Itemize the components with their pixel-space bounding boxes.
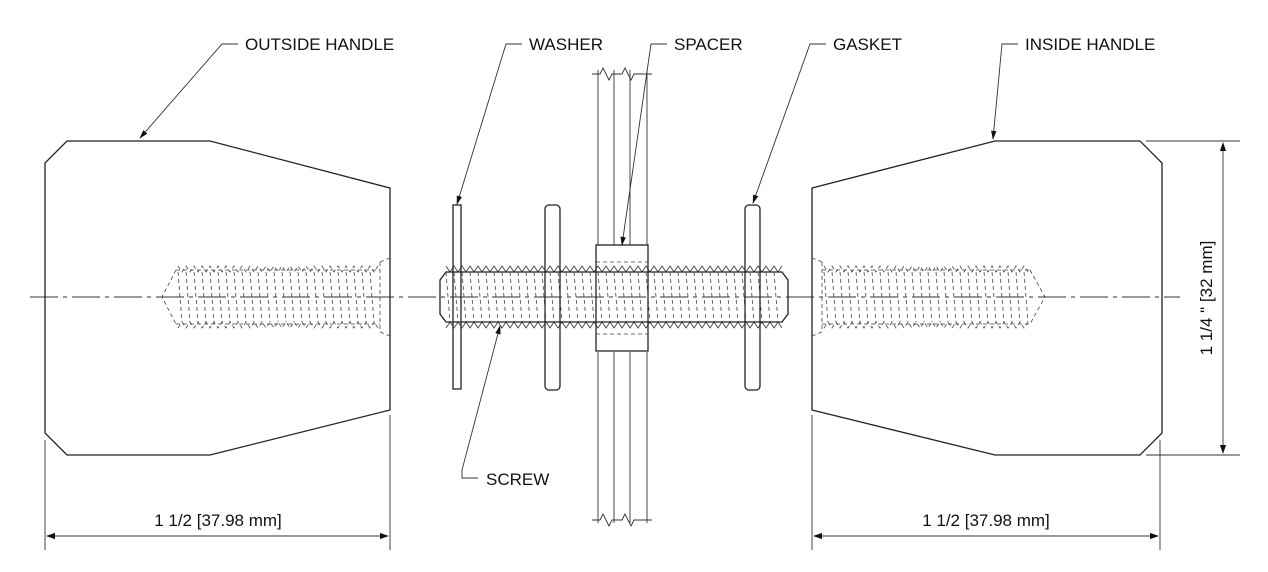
spacer (595, 244, 649, 352)
thread-line (445, 321, 783, 329)
gasket-left (544, 204, 561, 391)
washer (452, 204, 462, 390)
outside-handle (44, 140, 391, 456)
thread-line (823, 321, 1029, 329)
thread-line (445, 265, 783, 273)
dimension-height: 1 1/4 " [32 mm] (1146, 140, 1240, 456)
label-washer: WASHER (529, 35, 603, 54)
leader-lines (139, 43, 1018, 479)
screw (439, 265, 789, 329)
inside-handle-tapped-hole (811, 257, 1046, 337)
outside-handle-tapped-hole (161, 257, 391, 337)
glass-panel (592, 66, 652, 528)
label-screw: SCREW (486, 470, 549, 489)
dimension-height-text: 1 1/4 " [32 mm] (1197, 241, 1216, 356)
gasket-right (744, 204, 761, 391)
thread-line (823, 265, 1029, 273)
label-inside-handle: INSIDE HANDLE (1025, 35, 1155, 54)
thread-line (177, 321, 379, 329)
inside-handle-threads (823, 265, 1029, 329)
dimension-right-width-text: 1 1/2 [37.98 mm] (922, 511, 1050, 530)
inside-handle (811, 140, 1163, 456)
thread-line (177, 265, 379, 273)
dimension-left-width: 1 1/2 [37.98 mm] (44, 415, 391, 550)
label-gasket: GASKET (833, 35, 902, 54)
label-spacer: SPACER (674, 35, 743, 54)
dimension-left-width-text: 1 1/2 [37.98 mm] (154, 511, 282, 530)
dimension-right-width: 1 1/2 [37.98 mm] (811, 415, 1161, 550)
label-outside-handle: OUTSIDE HANDLE (245, 35, 394, 54)
